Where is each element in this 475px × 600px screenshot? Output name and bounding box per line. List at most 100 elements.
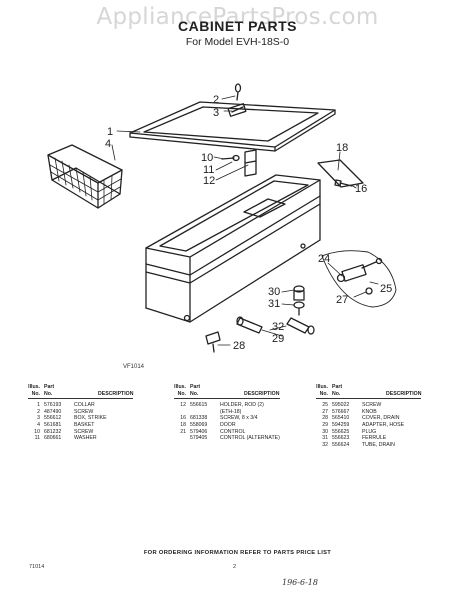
callout-30: 30	[268, 286, 280, 298]
part-description: COLLAR	[74, 402, 95, 409]
part-description: SCREW, 8 x 3/4	[220, 415, 258, 422]
illus-no: 25	[322, 402, 328, 409]
part-no: 487490	[44, 408, 62, 415]
illus-no: 31	[322, 435, 328, 442]
footer-code: 71014	[29, 564, 45, 570]
header-illus: Illus.	[174, 384, 186, 390]
table-row: 1 576193 COLLAR	[28, 402, 133, 409]
callout-11: 11	[203, 164, 214, 176]
table-row: 29 594259 ADAPTER, HOSE	[316, 422, 421, 429]
illus-no: 16	[180, 415, 186, 422]
part-no: 561681	[44, 421, 62, 428]
table-row: 10 681232 SCREW	[28, 429, 133, 436]
illus-no: 11	[34, 435, 40, 442]
parts-table-col-1: Illus. Part No. No. DESCRIPTION 1 576193 C…	[28, 384, 134, 442]
header-no: No.	[31, 390, 40, 397]
part-no: 576193	[44, 402, 62, 409]
part-no: 556615	[190, 402, 208, 409]
drain-cover	[205, 331, 221, 353]
callout-1: 1	[107, 126, 113, 138]
header-no: No.	[319, 390, 328, 397]
illus-no: 3	[37, 415, 40, 422]
part-description: BASKET	[74, 421, 95, 428]
part-description: SCREW	[362, 402, 382, 409]
table-row: 2 487490 SCREW	[28, 409, 133, 416]
part-description: KNOB	[362, 408, 377, 415]
table-header-row-1: Illus. Part	[316, 384, 421, 391]
page-title: CABINET PARTS	[177, 18, 298, 34]
illus-no: 29	[322, 421, 328, 428]
part-description: SCREW	[74, 408, 94, 415]
illus-no: 4	[37, 421, 40, 428]
part-no: 556624	[332, 441, 350, 448]
header-illus: Illus.	[28, 384, 40, 390]
table-header-row-1: Illus. Part	[28, 384, 133, 391]
illus-no: 21	[180, 428, 186, 435]
illus-no: 30	[322, 428, 328, 435]
table-row: 32 556624 TUBE, DRAIN	[316, 442, 421, 449]
part-description: SCREW	[74, 428, 94, 435]
header-description: DESCRIPTION	[386, 390, 422, 397]
part-no: 681232	[44, 428, 62, 435]
header-no2: No.	[190, 390, 199, 397]
part-no: 558069	[190, 421, 208, 428]
control-assembly	[321, 250, 397, 308]
header-description: DESCRIPTION	[98, 390, 134, 397]
callout-29: 29	[272, 333, 284, 345]
part-description: PLUG	[362, 428, 377, 435]
header-no2: No.	[44, 390, 53, 397]
part-description: ADAPTER, HOSE	[362, 421, 405, 428]
basket	[47, 144, 123, 209]
hinge-hardware	[221, 149, 257, 177]
figure-id: VF1014	[123, 364, 145, 370]
part-no: 594259	[332, 421, 350, 428]
illus-no: 10	[34, 428, 40, 435]
illus-no: 1	[37, 402, 40, 409]
part-description: CONTROL (ALTERNATE)	[220, 435, 280, 442]
callout-25: 25	[380, 283, 392, 295]
callout-31: 31	[268, 298, 280, 310]
callout-2: 2	[213, 94, 219, 106]
freezer-cabinet	[145, 174, 321, 323]
leader-lines	[111, 95, 379, 346]
part-no: 565410	[332, 415, 350, 422]
header-part: Part	[332, 384, 343, 390]
header-no: No.	[177, 390, 186, 397]
illus-no: 2	[37, 408, 40, 415]
table-header-row-2: No. No. DESCRIPTION	[28, 390, 134, 400]
part-description: (ETH-18)	[220, 408, 242, 415]
part-description: TUBE, DRAIN	[362, 441, 395, 448]
part-no: 579405	[190, 435, 208, 442]
screw-part-2	[234, 83, 242, 101]
callout-28: 28	[233, 340, 245, 352]
illus-no: 32	[322, 441, 328, 448]
part-no: 579406	[190, 428, 208, 435]
table-row: (ETH-18)	[174, 409, 280, 416]
part-description: COVER, DRAIN	[362, 415, 400, 422]
box-strike	[227, 103, 247, 117]
illus-no	[174, 435, 186, 442]
drain-assembly	[286, 285, 315, 335]
table-row: 16 681338 SCREW, 8 x 3/4	[174, 415, 280, 422]
part-no	[186, 409, 218, 416]
table-row: 4 561681 BASKET	[28, 422, 133, 429]
callout-32: 32	[272, 321, 284, 333]
callout-24: 24	[318, 253, 330, 265]
screw-part-16	[334, 179, 353, 187]
part-description: BOX, STRIKE	[74, 415, 107, 422]
model-subtitle: For Model EVH-18S-0	[185, 36, 290, 48]
part-no: 681338	[190, 415, 208, 422]
callout-3: 3	[213, 107, 219, 119]
illus-no: 27	[322, 408, 328, 415]
table-header-row-2: No. No. DESCRIPTION	[174, 391, 280, 400]
